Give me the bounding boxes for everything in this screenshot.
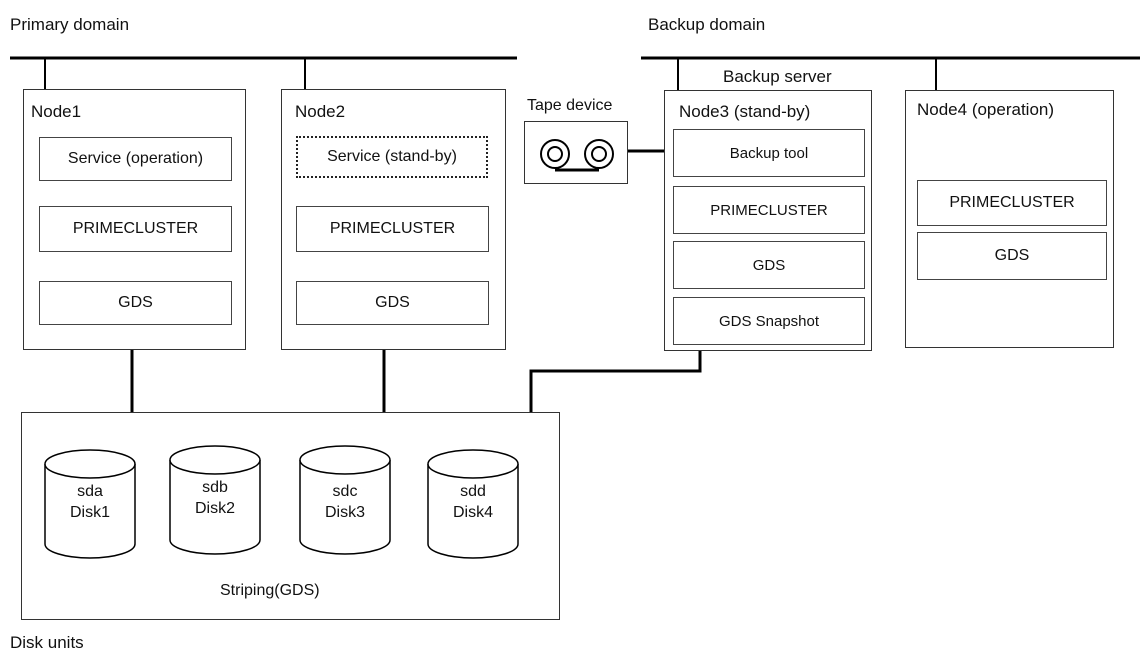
disk2-name: Disk2: [194, 500, 235, 517]
tape-device: [524, 121, 628, 184]
disk-cylinder-icon: [169, 445, 261, 555]
node3-primecluster-component: PRIMECLUSTER: [673, 186, 865, 234]
node3-box: Node3 (stand-by) Backup tool PRIMECLUSTE…: [664, 90, 872, 351]
node3-title: Node3 (stand-by): [679, 102, 811, 121]
disk2-device: sdb: [202, 479, 228, 496]
disk-units-label: Disk units: [10, 633, 84, 652]
node4-box: Node4 (operation) PRIMECLUSTER GDS: [905, 90, 1114, 348]
node2-service-component: Service (stand-by): [296, 136, 488, 178]
node1-title: Node1: [31, 102, 82, 121]
disk4-device: sdd: [460, 483, 486, 500]
node1-service-component: Service (operation): [39, 137, 232, 181]
node1-box: Node1 Service (operation) PRIMECLUSTER G…: [23, 89, 246, 350]
node3-backup-tool-component: Backup tool: [673, 129, 865, 177]
node1-primecluster-component: PRIMECLUSTER: [39, 206, 232, 252]
tape-reels-icon: [540, 139, 614, 172]
backup-domain-label: Backup domain: [648, 15, 766, 34]
disk3-name: Disk3: [324, 504, 365, 521]
disk3-device: sdc: [332, 483, 358, 500]
tape-device-label: Tape device: [527, 97, 613, 114]
node4-gds-component: GDS: [917, 232, 1107, 280]
node3-gds-component: GDS: [673, 241, 865, 289]
disk4-name: Disk4: [452, 504, 493, 521]
disk-cylinder-icon: [299, 445, 391, 555]
primary-domain-label: Primary domain: [10, 15, 130, 34]
disk1-name: Disk1: [69, 504, 110, 521]
node4-primecluster-component: PRIMECLUSTER: [917, 180, 1107, 226]
node2-gds-component: GDS: [296, 281, 489, 325]
disk-cylinder-icon: [427, 449, 519, 559]
node1-gds-component: GDS: [39, 281, 232, 325]
striping-label: Striping(GDS): [220, 582, 320, 599]
disk1-device: sda: [77, 483, 103, 500]
node2-box: Node2 Service (stand-by) PRIMECLUSTER GD…: [281, 89, 506, 350]
node3-disk-link: [529, 350, 702, 412]
backup-server-label: Backup server: [723, 67, 832, 86]
node4-title: Node4 (operation): [917, 100, 1055, 119]
disk-units-box: sda Disk1 sdb Disk2 sdc Disk3 sdd Disk4 …: [21, 412, 560, 620]
disk-cylinder-icon: [44, 449, 136, 559]
node2-title: Node2: [295, 102, 346, 121]
node2-primecluster-component: PRIMECLUSTER: [296, 206, 489, 252]
node3-gds-snapshot-component: GDS Snapshot: [673, 297, 865, 345]
